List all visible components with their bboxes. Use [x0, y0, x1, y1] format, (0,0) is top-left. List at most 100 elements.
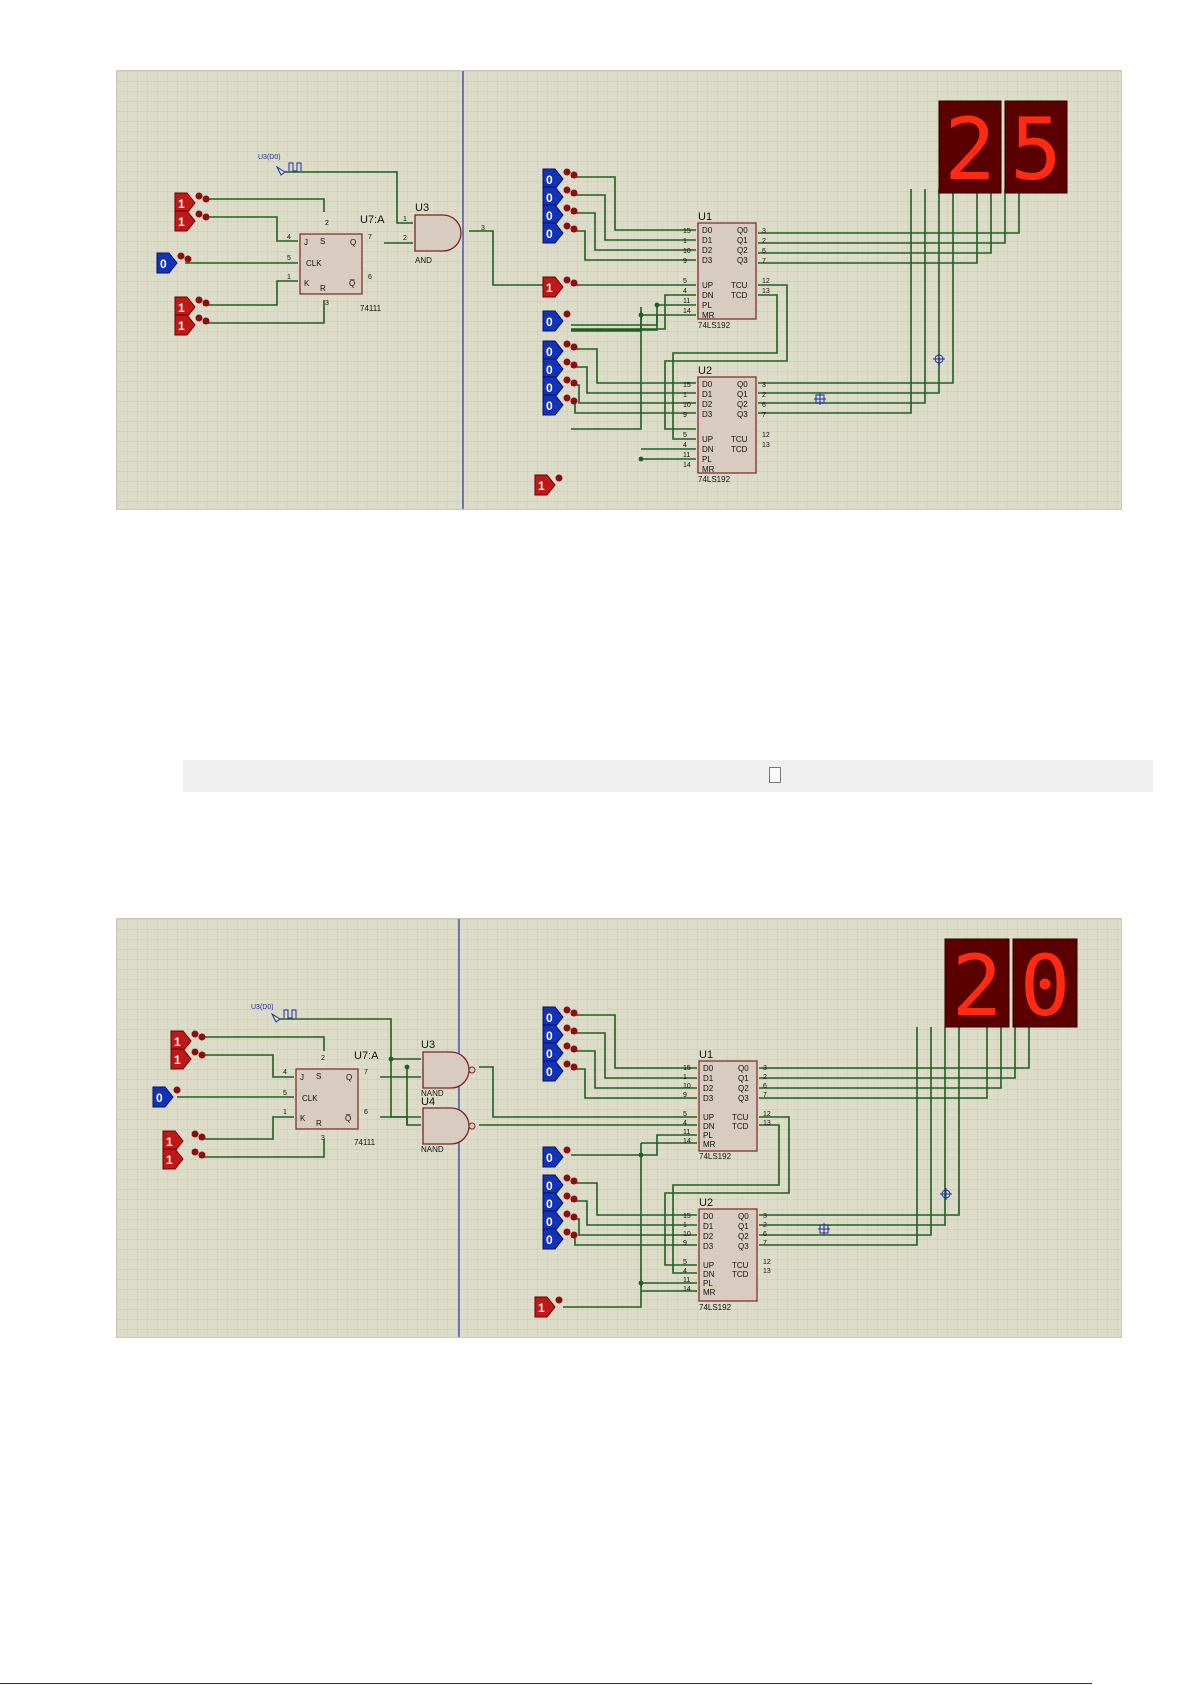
counter-u1[interactable]: U1 74LS192 D0 D1 D2 D3 UP DN PL MR Q0 Q1… — [683, 211, 770, 330]
pin-label: DN — [703, 1270, 715, 1279]
logic-state-value: 0 — [546, 1029, 553, 1043]
pin-label: TCU — [732, 1261, 749, 1270]
pin-label: DN — [703, 1122, 715, 1131]
counter-ref: U2 — [699, 1197, 713, 1209]
wire-junction — [404, 1064, 410, 1070]
logic-state-k-bottom[interactable]: 1 — [162, 1148, 206, 1170]
logic-state-u1-d2[interactable]: 0 — [542, 204, 578, 226]
clock-generator-icon[interactable]: U3(D0) — [251, 1004, 297, 1023]
logic-state-value: 1 — [174, 1053, 181, 1067]
clock-generator-icon[interactable]: U3(D0) — [258, 154, 302, 176]
logic-state-value: 0 — [546, 1233, 553, 1247]
pin-num: 7 — [762, 258, 766, 265]
pin-label: D0 — [703, 1212, 714, 1221]
pin-num: 1 — [287, 274, 291, 281]
pin-label: PL — [703, 1131, 713, 1140]
logic-state-value: 0 — [546, 399, 553, 413]
logic-state-u1-mr[interactable]: 0 — [542, 310, 571, 332]
logic-state-k-top[interactable]: 1 — [162, 1130, 206, 1152]
logic-state-u1-d0[interactable]: 0 — [542, 168, 578, 190]
pin-num: 9 — [683, 412, 687, 419]
logic-state-k-bottom[interactable]: 1 — [174, 314, 210, 336]
logic-state-value: 1 — [178, 301, 185, 315]
logic-state-u2-mr[interactable]: 1 — [534, 1296, 563, 1318]
logic-state-u2-mr[interactable]: 1 — [534, 474, 563, 496]
jk-flipflop[interactable]: J CLK K Q Q̅ S R 4 5 1 7 6 2 3 U7:A 7411… — [287, 214, 385, 313]
clock-signal-label: U3(D0) — [258, 154, 281, 161]
pin-num: 1 — [283, 1109, 287, 1116]
logic-state-u2-d1[interactable]: 0 — [542, 358, 578, 380]
pin-num: 6 — [368, 274, 372, 281]
logic-state-k-top[interactable]: 1 — [174, 296, 210, 318]
pin-k-label: K — [300, 1114, 306, 1123]
counter-ref: U1 — [699, 1049, 713, 1061]
pin-label: D3 — [703, 1242, 714, 1251]
pin-label: Q1 — [738, 1222, 749, 1231]
logic-state-value: 1 — [546, 281, 553, 295]
crosshair-icon — [818, 1223, 830, 1235]
pin-num: 15 — [683, 1065, 691, 1072]
logic-state-clk[interactable]: 0 — [152, 1086, 181, 1108]
gate-ref: U3 — [421, 1039, 435, 1051]
and-gate[interactable]: U3 AND 1 2 3 — [403, 202, 485, 265]
pin-num: 14 — [683, 1286, 691, 1293]
scroll-handle-icon[interactable] — [769, 767, 781, 783]
logic-state-u2-d0[interactable]: 0 — [542, 340, 578, 362]
counter-u2[interactable]: U2 74LS192 D0 D1 D2 D3 UP DN PL MR Q0 Q1… — [683, 1197, 771, 1312]
pin-num: 2 — [403, 235, 407, 242]
seven-segment-display-tens: 2 — [944, 937, 1010, 1035]
logic-state-u1-d3[interactable]: 0 — [542, 222, 578, 244]
logic-state-u2-d1[interactable]: 0 — [542, 1192, 578, 1214]
logic-state-j-bottom[interactable]: 1 — [174, 210, 210, 232]
counter-u2[interactable]: U2 74LS192 D0 D1 D2 D3 UP DN PL MR Q0 Q1… — [683, 365, 770, 484]
pin-label: TCU — [732, 1113, 749, 1122]
pin-label: D1 — [703, 1074, 714, 1083]
logic-state-value: 0 — [546, 209, 553, 223]
logic-state-u1-d3[interactable]: 0 — [542, 1060, 578, 1082]
gate-type: AND — [415, 256, 432, 265]
logic-state-value: 1 — [178, 319, 185, 333]
wire-junction — [638, 456, 644, 462]
seven-segment-display-tens: 2 — [938, 100, 1002, 200]
logic-state-u1-d2[interactable]: 0 — [542, 1042, 578, 1064]
logic-state-u1-d1[interactable]: 0 — [542, 186, 578, 208]
pin-num: 7 — [368, 234, 372, 241]
pin-label: D0 — [702, 226, 713, 235]
logic-state-u1-mr[interactable]: 0 — [542, 1146, 571, 1168]
logic-state-u2-d3[interactable]: 0 — [542, 394, 578, 416]
counter-u1[interactable]: U1 74LS192 D0 D1 D2 D3 UP DN PL MR Q0 Q1… — [683, 1049, 771, 1161]
pin-num: 3 — [763, 1065, 767, 1072]
logic-state-j-top[interactable]: 1 — [174, 192, 210, 214]
pin-label: TCU — [731, 435, 748, 444]
logic-state-clk[interactable]: 0 — [156, 252, 192, 274]
logic-state-u2-d0[interactable]: 0 — [542, 1174, 578, 1196]
logic-state-u2-d2[interactable]: 0 — [542, 376, 578, 398]
pin-num: 1 — [683, 1222, 687, 1229]
pin-label: DN — [702, 291, 714, 300]
logic-state-u2-d2[interactable]: 0 — [542, 1210, 578, 1232]
pin-r-label: R — [320, 284, 326, 293]
pin-label: MR — [702, 311, 715, 320]
pin-num: 12 — [763, 1111, 771, 1118]
logic-state-u1-up[interactable]: 1 — [542, 276, 578, 298]
pin-num: 10 — [683, 1231, 691, 1238]
pin-num: 6 — [763, 1231, 767, 1238]
nand-gate-u4[interactable]: U4 NAND — [421, 1096, 476, 1154]
pin-num: 10 — [683, 402, 691, 409]
flipflop-ref: U7:A — [354, 1050, 379, 1062]
jk-flipflop[interactable]: J CLK K Q Q̅ S R 4 5 1 7 6 2 3 U7:A 7411… — [283, 1050, 379, 1147]
logic-state-u2-d3[interactable]: 0 — [542, 1228, 578, 1250]
logic-state-u1-d1[interactable]: 0 — [542, 1024, 578, 1046]
pin-num: 15 — [683, 228, 691, 235]
logic-state-j-top[interactable]: 1 — [170, 1030, 206, 1052]
wires — [177, 1014, 1030, 1308]
logic-state-value: 0 — [546, 1047, 553, 1061]
logic-state-u1-d0[interactable]: 0 — [542, 1006, 578, 1028]
logic-state-j-bottom[interactable]: 1 — [170, 1048, 206, 1070]
pin-label: D2 — [703, 1084, 714, 1093]
pin-num: 13 — [763, 1268, 771, 1275]
pin-num: 12 — [762, 278, 770, 285]
nand-gate-u3[interactable]: U3 NAND — [421, 1039, 476, 1098]
pin-num: 7 — [762, 412, 766, 419]
pin-num: 5 — [287, 255, 291, 262]
